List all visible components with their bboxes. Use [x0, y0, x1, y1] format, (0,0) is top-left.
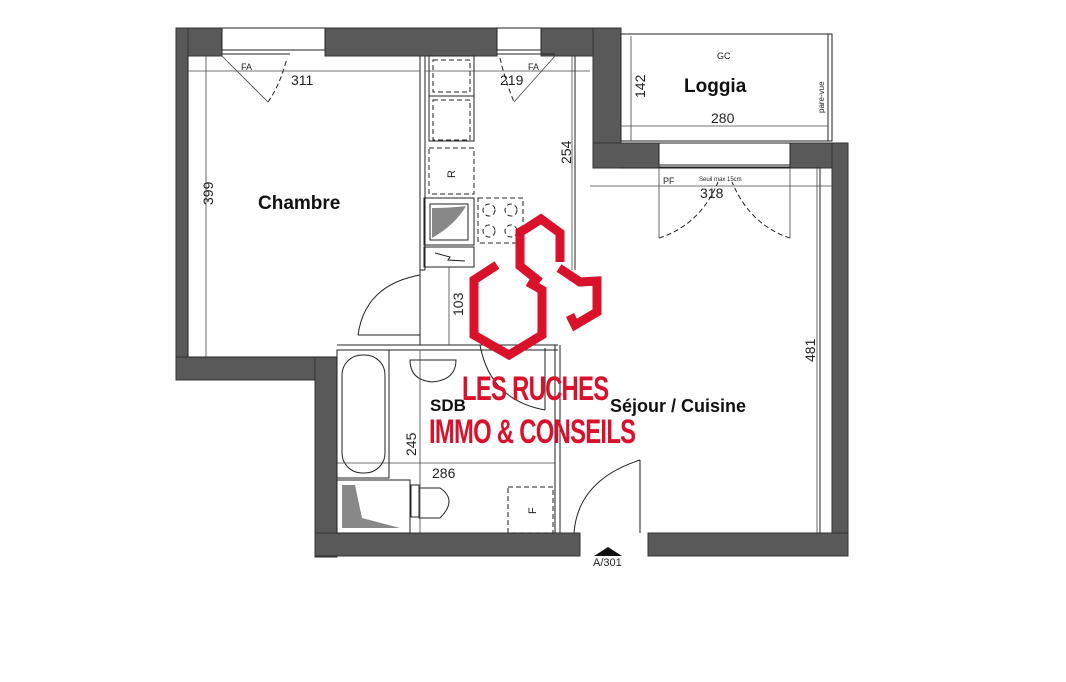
room-label-chambre: Chambre [258, 193, 341, 214]
room-label-sejour: Séjour / Cuisine [610, 396, 747, 416]
dim-sdb-width: 286 [432, 465, 456, 481]
dimension-lines [188, 36, 832, 533]
dim-sdb-height: 245 [403, 432, 419, 456]
dim-kitchen-height: 254 [558, 140, 574, 164]
annotation-pare-vue: pare-vue [817, 81, 826, 113]
annotation-seuil: Seuil max 15cm [699, 177, 742, 183]
dim-sejour-height: 481 [802, 338, 818, 362]
windows [221, 27, 791, 168]
annotation-fridge: R [446, 170, 458, 178]
dim-kitchen-width: 219 [500, 72, 524, 88]
dim-loggia-width: 280 [711, 110, 735, 126]
dim-corridor: 103 [450, 292, 466, 316]
section-marker-label: A/301 [593, 557, 622, 569]
kitchen-fixtures [423, 55, 524, 268]
partitions [187, 33, 833, 533]
annotation-pf: PF [663, 176, 675, 186]
annotation-gc: GC [717, 51, 731, 61]
window-swings [221, 55, 791, 239]
annotation-cupboard: F [527, 507, 539, 514]
watermark-line2: IMMO & CONSEILS [429, 413, 636, 451]
bathroom-fixtures [336, 349, 554, 534]
watermark-hexagon-logo [469, 213, 602, 361]
dim-chambre-width: 311 [291, 72, 314, 88]
doors [357, 274, 641, 534]
dim-loggia-height: 142 [632, 74, 648, 98]
annotation-fa-left: FA [241, 62, 253, 72]
section-marker-icon [594, 547, 622, 556]
dim-sejour-width: 318 [700, 185, 724, 201]
walls [175, 27, 849, 558]
watermark-line1: LES RUCHES [462, 370, 609, 408]
annotation-fa-right: FA [528, 62, 540, 72]
room-label-loggia: Loggia [684, 76, 747, 97]
dim-chambre-height: 399 [200, 181, 216, 205]
room-label-sdb: SDB [430, 396, 466, 415]
